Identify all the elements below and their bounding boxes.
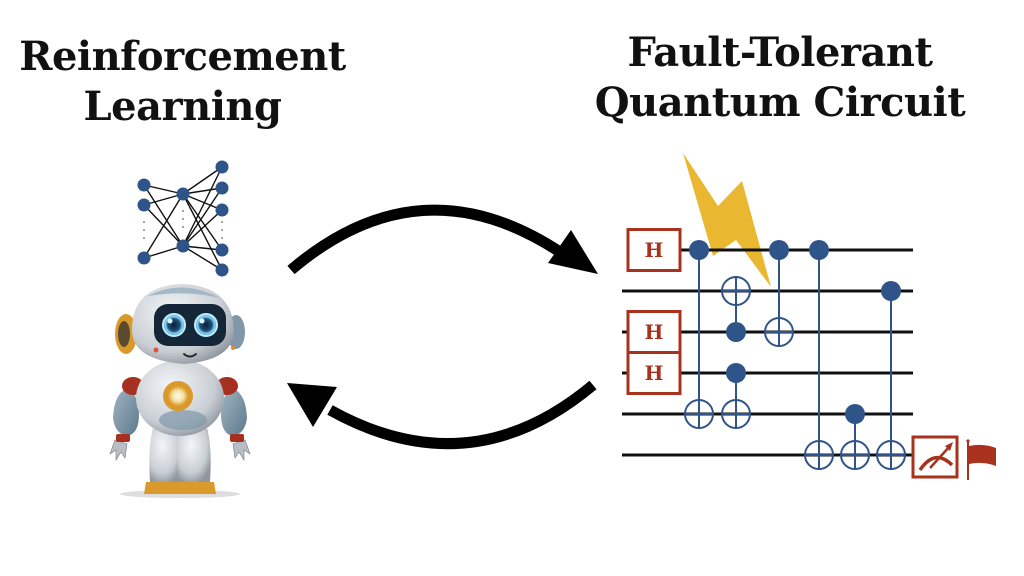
ftqc-title: Fault-Tolerant Quantum Circuit: [580, 28, 980, 128]
cnot-control-dot: [809, 240, 829, 260]
arrow-right-head: [548, 230, 598, 274]
hadamard-label: H: [645, 238, 664, 262]
arrow-right-curved: [287, 204, 598, 275]
neural-network-icon: [137, 160, 229, 277]
ftqc-title-line1: Fault-Tolerant: [627, 29, 933, 76]
flag-icon: [966, 439, 996, 480]
cnot-control-dot: [726, 363, 746, 383]
arrow-left-curved: [287, 380, 597, 450]
cnot-control-dot: [881, 281, 901, 301]
robot-left-eye: [162, 313, 186, 337]
robot-right-eye: [194, 313, 218, 337]
rl-title-line1: Reinforcement: [19, 33, 346, 80]
cnot-control-dot: [726, 322, 746, 342]
ftqc-title-line2: Quantum Circuit: [594, 79, 966, 126]
rl-title-line2: Learning: [83, 83, 282, 130]
rl-title: Reinforcement Learning: [10, 32, 355, 132]
hadamard-gate: [626, 228, 682, 272]
hadamard-label: H: [645, 361, 664, 385]
measurement-meter-icon: [911, 435, 959, 479]
robot-head: [115, 284, 245, 364]
hadamard-gate: [626, 351, 682, 395]
robot-illustration: [109, 284, 251, 498]
nn-edges: [143, 166, 223, 271]
robot-torso: [136, 360, 224, 436]
robot-smile: [183, 353, 197, 358]
quantum-circuit: HHH: [622, 228, 913, 470]
lightning-bolt-icon: [683, 153, 771, 287]
robot-left-arm: [109, 377, 144, 462]
arrow-left-head: [287, 383, 337, 427]
nn-nodes: [137, 160, 229, 277]
cnot-control-dot: [769, 240, 789, 260]
cnot-control-dot: [689, 240, 709, 260]
nn-ellipsis: [143, 210, 223, 239]
hadamard-label: H: [645, 320, 664, 344]
cnot-control-dot: [845, 404, 865, 424]
